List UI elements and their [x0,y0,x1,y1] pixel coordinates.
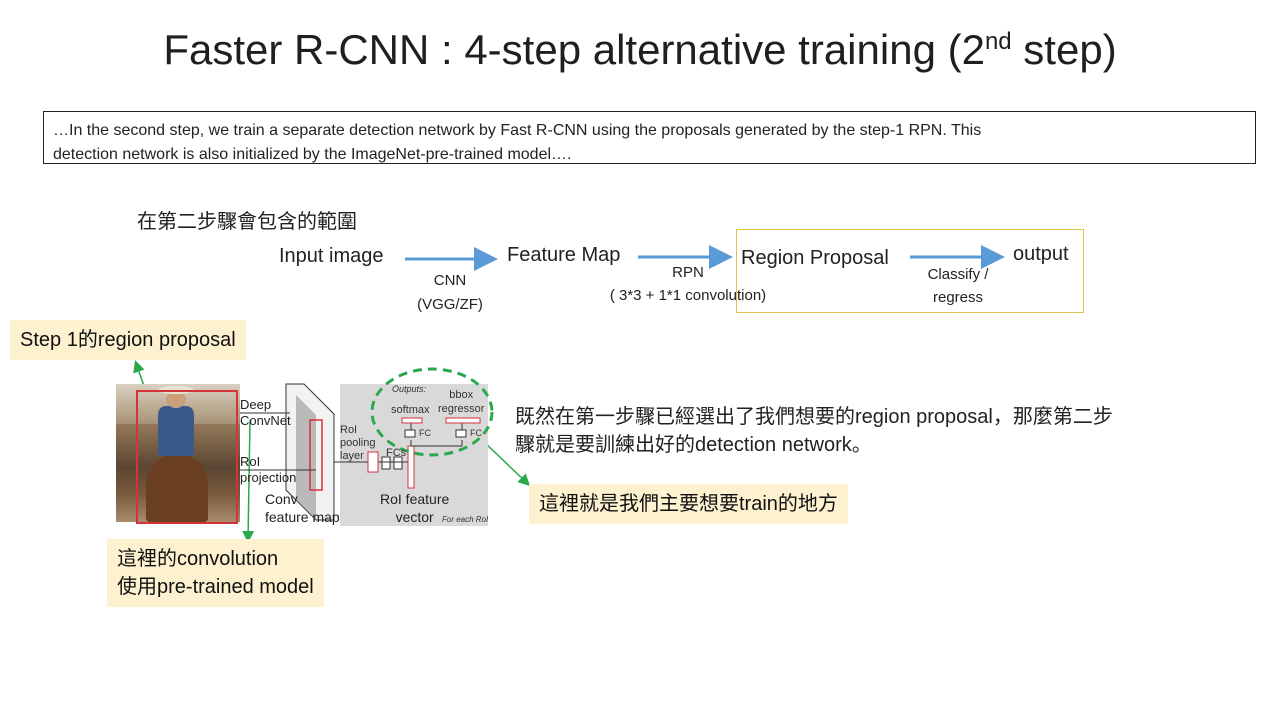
explanation-text: 既然在第一步驟已經選出了我們想要的region proposal，那麼第二步 驟… [515,403,1113,459]
title-superscript: nd [984,28,1012,55]
pointer-conv [242,419,255,543]
feature-map-roi [309,419,323,491]
pointer-train [481,439,531,487]
flow-feature-map: Feature Map [507,244,621,266]
roi-feature-vector [407,445,415,489]
label-softmax: softmax [391,404,430,416]
note-pretrained-conv: 這裡的convolution 使用pre-trained model [107,539,324,607]
flow-cnn-sub: (VGG/ZF) [417,296,483,313]
flow-rpn-label: RPN [672,264,704,281]
label-fc-bbox: FC [470,428,482,438]
input-photo-cowboy [116,384,240,524]
flow-regress: regress [932,289,984,306]
note-conv-line-1: 這裡的convolution [117,548,279,570]
flow-cnn-label: CNN [433,272,467,289]
note-conv-line-2: 使用pre-trained model [117,576,314,598]
flow-output: output [1013,243,1069,265]
title-end: step) [1011,26,1117,73]
note-step1-proposal: Step 1的region proposal [10,320,246,360]
step2-scope-box [736,229,1084,313]
scope-label: 在第二步驟會包含的範圍 [137,209,357,233]
title-main: Faster R-CNN : 4-step alternative traini… [163,26,985,73]
flow-rpn-sub: ( 3*3 + 1*1 convolution) [609,287,767,304]
label-fc-softmax: FC [419,428,431,438]
paper-quote-box: …In the second step, we train a separate… [43,111,1256,164]
note-train-region: 這裡就是我們主要想要train的地方 [529,484,848,524]
slide-title: Faster R-CNN : 4-step alternative traini… [0,26,1280,74]
label-outputs: Outputs: [392,384,427,394]
roi-bounding-box [136,390,238,524]
softmax-output [401,417,423,424]
label-for-each-roi: For each RoI [442,515,489,524]
quote-line-1: …In the second step, we train a separate… [53,122,982,139]
label-fcs: FCs [386,447,407,459]
quote-line-2: detection network is also initialized by… [53,146,572,163]
flow-classify: Classify / [927,266,989,283]
trainable-region-ellipse [370,367,494,457]
explanation-line-2: 驟就是要訓練出好的detection network。 [515,434,872,456]
explanation-line-1: 既然在第一步驟已經選出了我們想要的region proposal，那麼第二步 [515,406,1113,428]
flow-input-image: Input image [279,245,384,267]
bbox-output [445,417,481,424]
flow-region-proposal: Region Proposal [741,247,889,269]
